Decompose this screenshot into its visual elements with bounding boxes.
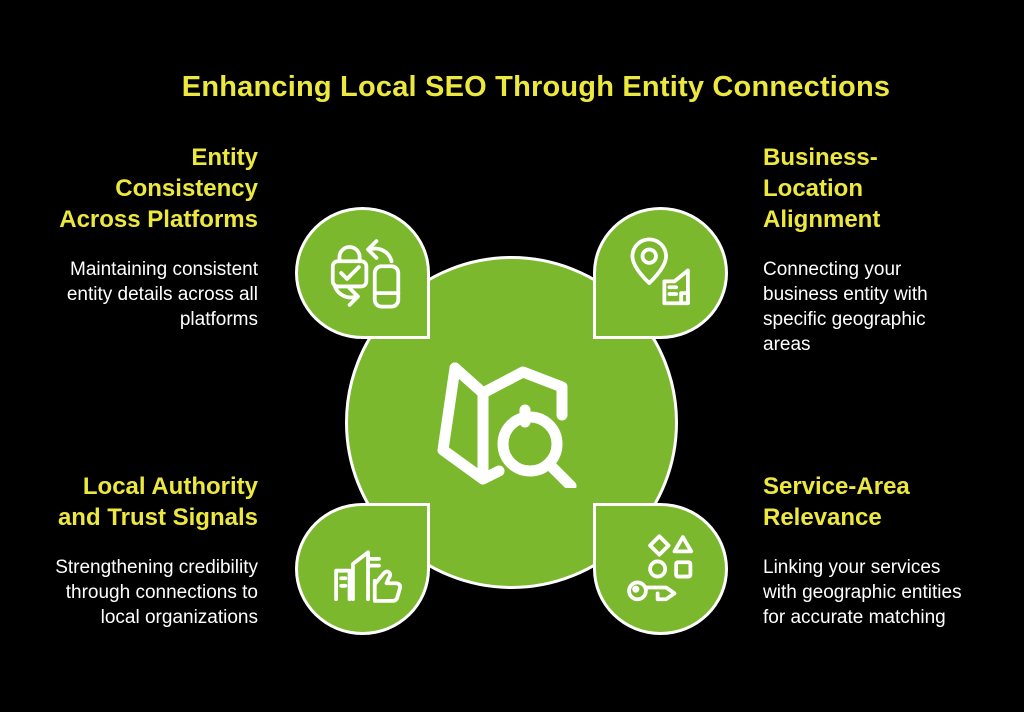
section-business-location: Business- Location Alignment Connecting …: [763, 142, 998, 357]
section-description: Linking your services with geographic en…: [763, 557, 962, 628]
section-description: Strengthening credibility through connec…: [55, 557, 258, 628]
section-description: Maintaining consistent entity details ac…: [66, 259, 258, 330]
section-heading: Local Authority and Trust Signals: [57, 473, 258, 531]
section-service-area: Service-Area Relevance Linking your serv…: [763, 471, 998, 630]
infographic-title: Enhancing Local SEO Through Entity Conne…: [181, 71, 891, 103]
map-pin-building-icon: [630, 237, 690, 306]
section-heading: Entity Consistency Across Platforms: [59, 144, 258, 233]
center-icon-box: [430, 338, 580, 492]
section-entity-consistency: Entity Consistency Across Platforms Main…: [8, 142, 258, 332]
section-heading: Business- Location Alignment: [763, 144, 881, 233]
badge-entity-consistency: [295, 207, 430, 339]
badge-business-location: [593, 207, 728, 339]
section-description: Connecting your business entity with spe…: [763, 259, 928, 355]
badge-service-area: [593, 503, 728, 635]
section-heading: Service-Area Relevance: [763, 473, 910, 531]
lock-device-sync-icon: [330, 239, 400, 309]
city-thumbs-up-icon: [333, 550, 402, 603]
key-shapes-icon: [626, 534, 693, 602]
badge-local-authority: [295, 503, 430, 635]
map-search-icon: [437, 362, 577, 492]
section-local-authority: Local Authority and Trust Signals Streng…: [8, 471, 258, 630]
